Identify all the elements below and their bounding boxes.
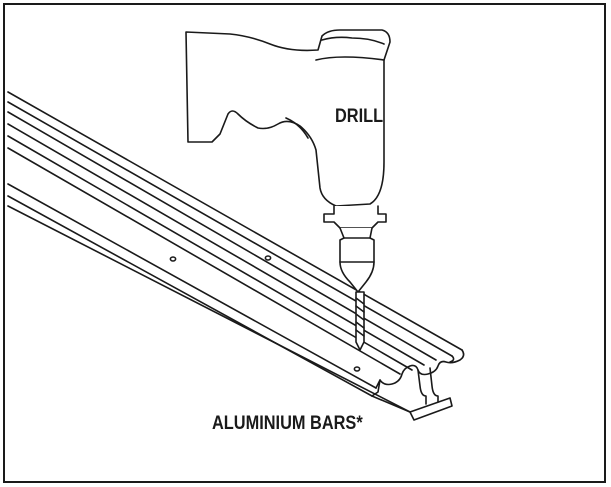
rail-lower-top-edge: [7, 183, 377, 389]
rail-base-edge: [7, 205, 411, 413]
rail-end-base-flange: [409, 397, 453, 421]
drill-body: [185, 29, 391, 207]
rail-top-groove-1: [7, 101, 453, 357]
screw-hole-1: [169, 256, 177, 262]
rail-end-web-right: [429, 367, 439, 403]
rail-mid-line: [7, 147, 401, 375]
rail-end-lower-edge: [371, 395, 411, 413]
drill-label: DRILL: [335, 106, 384, 127]
rail-upper-channel: [7, 135, 413, 371]
screw-hole-2: [264, 255, 272, 261]
drill-icon: [185, 29, 391, 351]
screw-hole-3: [353, 366, 361, 372]
drill-head-seam: [315, 56, 385, 61]
drill-top-cap: [321, 36, 385, 45]
rail-lower-face: [7, 195, 373, 397]
rail-end-web-left: [417, 369, 427, 405]
rail-upper-lip: [7, 123, 425, 366]
drill-handle-inner: [285, 117, 309, 139]
drill-collar: [323, 205, 387, 229]
rail-top-edge: [7, 91, 463, 351]
rail-end-profile-groove: [449, 355, 455, 363]
drill-bit-flutes: [355, 297, 365, 337]
aluminium-bar-profile: [7, 91, 465, 421]
rail-end-profile-top: [375, 349, 465, 389]
aluminium-bars-label: ALUMINIUM BARS*: [212, 413, 363, 434]
rail-end-profile-side: [371, 379, 381, 397]
